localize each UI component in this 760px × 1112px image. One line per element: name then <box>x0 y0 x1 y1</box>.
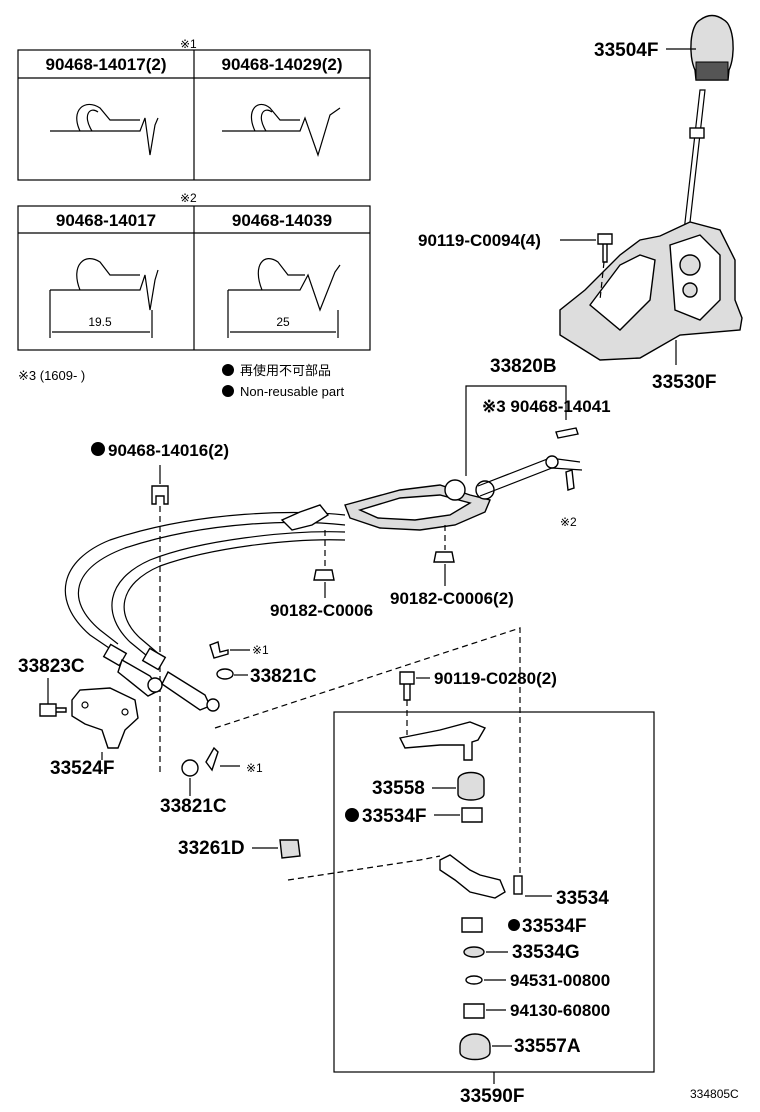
diagram-code: 334805C <box>690 1087 739 1101</box>
label-33558: 33558 <box>372 778 425 799</box>
label-33534: 33534 <box>556 888 609 909</box>
table-1-col2-header: 90468-14029(2) <box>222 55 343 74</box>
dim-19-5: 19.5 <box>88 315 112 329</box>
label-33534G: 33534G <box>512 942 580 963</box>
nonreusable-dot-33534F-b <box>508 919 520 931</box>
nut-33534F-lower <box>461 917 483 933</box>
clip-14017-drawing <box>50 103 159 156</box>
label-90182-C0006: 90182-C0006 <box>270 601 373 620</box>
washer-33534G <box>463 946 485 958</box>
nonreusable-dot-33534F-a <box>345 808 359 822</box>
table-1-marker: ※1 <box>180 37 197 51</box>
dim-25: 25 <box>276 315 290 329</box>
cable-end-left <box>102 643 163 697</box>
washer-33821C-lower <box>181 759 199 777</box>
washer-33821C-upper <box>216 668 234 680</box>
legend-dot-en <box>222 385 234 397</box>
lever-33534 <box>439 854 506 899</box>
label-33590F: 33590F <box>460 1086 524 1107</box>
label-90468-14041: ※3 90468-14041 <box>482 397 611 416</box>
legend-en: Non-reusable part <box>240 384 344 399</box>
label-33534F-upper: 33534F <box>362 806 426 827</box>
cable-clamp <box>280 504 330 531</box>
nut-90182-C0006 <box>313 569 335 581</box>
label-33504F: 33504F <box>594 40 658 61</box>
bracket-33524F <box>71 687 139 749</box>
label-90119-C0280: 90119-C0280(2) <box>434 669 557 688</box>
label-33821C-lower: 33821C <box>160 796 227 817</box>
nonreusable-dot-14016 <box>91 442 105 456</box>
mark-1-upper: ※1 <box>252 643 269 657</box>
label-90468-14016: 90468-14016(2) <box>108 441 229 460</box>
clip-14029-drawing <box>222 103 341 157</box>
cable-end-upper <box>545 455 559 469</box>
label-33534F-lower: 33534F <box>522 916 586 937</box>
label-33823C: 33823C <box>18 656 85 677</box>
label-33530F: 33530F <box>652 372 716 393</box>
table-2-col2-header: 90468-14039 <box>232 211 332 230</box>
clip-90468-14016 <box>151 485 169 505</box>
stopper-33261D <box>279 839 301 859</box>
table-2-marker: ※2 <box>180 191 197 205</box>
clip-mark1-lower <box>205 746 219 772</box>
washer-94531 <box>465 975 483 985</box>
mark-1-lower: ※1 <box>246 761 263 775</box>
bolt-90119-C0094 <box>597 233 613 263</box>
clip-table-2: ※2 90468-14017 90468-14039 19.5 25 <box>17 191 371 351</box>
nut-33534F-upper <box>461 807 483 823</box>
legend-jp: 再使用不可部品 <box>240 363 331 378</box>
bolt-33823C <box>39 703 67 717</box>
shift-lever-housing <box>559 221 743 361</box>
clip-14017-dim-drawing <box>50 258 159 311</box>
clip-mark1-upper <box>209 641 229 659</box>
cable-end-right <box>141 647 220 712</box>
label-33821C-upper: 33821C <box>250 666 317 687</box>
table-1-col1-header: 90468-14017(2) <box>46 55 167 74</box>
label-33261D: 33261D <box>178 838 245 859</box>
bushing-33558 <box>457 771 485 801</box>
label-33557A: 33557A <box>514 1036 581 1057</box>
lever-bracket <box>398 721 487 761</box>
table-2-col1-header: 90468-14017 <box>56 211 156 230</box>
mark-2: ※2 <box>560 515 577 529</box>
cable-bracket <box>344 479 495 531</box>
clip-14039-dim-drawing <box>228 258 341 312</box>
clip-table-1: ※1 90468-14017(2) 90468-14029(2) <box>17 37 371 181</box>
label-33820B: 33820B <box>490 356 557 377</box>
label-94130-60800: 94130-60800 <box>510 1001 610 1020</box>
label-90182-C0006-2: 90182-C0006(2) <box>390 589 514 608</box>
clip-90468-14041 <box>555 427 579 439</box>
clip-mark2 <box>565 469 575 491</box>
note-3: ※3 (1609- ) <box>18 368 85 383</box>
boot-33557A <box>459 1033 491 1061</box>
label-33524F: 33524F <box>50 758 114 779</box>
shift-lever-rod <box>682 89 706 241</box>
label-94531-00800: 94531-00800 <box>510 971 610 990</box>
bolt-90119-C0280 <box>399 671 415 701</box>
nut-90182-C0006-2 <box>433 551 455 563</box>
nut-94130 <box>463 1003 485 1019</box>
legend-dot-jp <box>222 364 234 376</box>
label-90119-C0094: 90119-C0094(4) <box>418 231 541 250</box>
shift-knob <box>690 14 734 81</box>
